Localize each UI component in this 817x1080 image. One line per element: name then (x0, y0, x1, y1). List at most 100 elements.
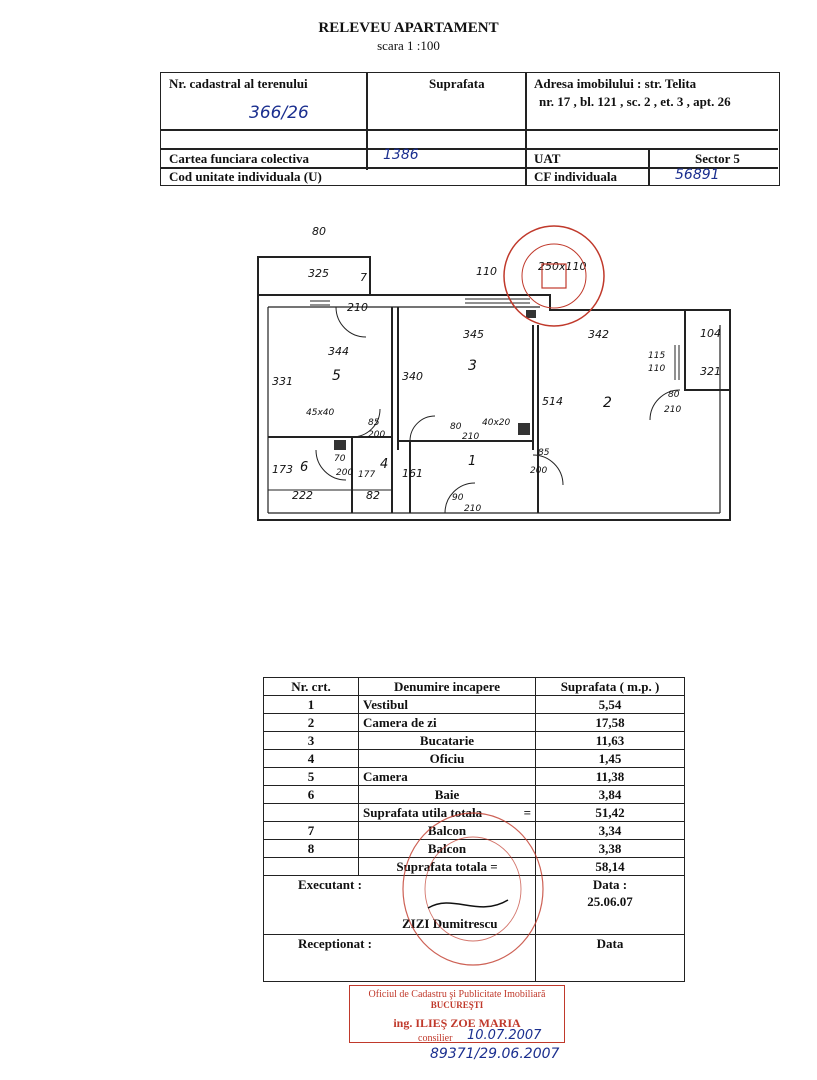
stamp-line4: consilier (418, 1033, 453, 1044)
table-row: 1 Vestibul 5,54 (263, 695, 685, 714)
row-nr: 3 (263, 731, 359, 750)
table-header: Nr. crt. Denumire incapere Suprafata ( m… (263, 677, 685, 696)
dim-label: 45x40 (306, 408, 335, 418)
dim-label: 344 (328, 345, 349, 358)
dim-label: 85 (538, 448, 550, 458)
cf-individual-value: 56891 (675, 167, 720, 183)
table-row: 7 Balcon 3,34 (263, 821, 685, 840)
row-name: Vestibul (358, 695, 536, 714)
row-area: 5,54 (535, 695, 685, 714)
row-nr: 2 (263, 713, 359, 732)
cadastral-label: Nr. cadastral al terenului (169, 76, 308, 91)
table-row: 6 Baie 3,84 (263, 785, 685, 804)
row-nr: 7 (263, 821, 359, 840)
address-line2: nr. 17 , bl. 121 , sc. 2 , et. 3 , apt. … (539, 94, 731, 109)
table-row: 5 Camera 11,38 (263, 767, 685, 786)
dim-label: 80 (668, 390, 680, 400)
row-area: 3,34 (535, 821, 685, 840)
surface-label: Suprafata (429, 76, 485, 91)
executant-cell: Executant : ZIZI Dumitrescu (263, 875, 536, 935)
useful-total-value: 51,42 (535, 803, 685, 822)
date-label-2: Data (535, 934, 685, 982)
row-name: Bucatarie (358, 731, 536, 750)
total-value: 58,14 (535, 857, 685, 876)
unit-code-label: Cod unitate individuala (U) (169, 169, 322, 184)
dim-label: 331 (272, 375, 293, 388)
row-name: Camera de zi (358, 713, 536, 732)
dim-label: 200 (530, 466, 547, 476)
row-area: 17,58 (535, 713, 685, 732)
stamp-line1: Oficiul de Cadastru şi Publicitate Imobi… (368, 989, 546, 1000)
date-label: Data : (592, 877, 628, 892)
dim-label: 173 (272, 463, 293, 476)
dim-label: 80 (450, 422, 462, 432)
dim-label: 325 (308, 267, 329, 280)
executant-row: Executant : ZIZI Dumitrescu Data : 25.06… (263, 875, 685, 935)
room-label: 2 (603, 395, 612, 411)
row-name: Oficiu (358, 749, 536, 768)
executant-label: Executant : (298, 877, 362, 892)
dim-label: 90 (452, 493, 464, 503)
receptionat-row: Receptionat : Data (263, 934, 685, 982)
dim-label: 250x110 (538, 260, 587, 273)
agency-stamp-icon (503, 225, 605, 327)
rooms-table: Nr. crt. Denumire incapere Suprafata ( m… (263, 677, 685, 982)
handwritten-date: 10.07.2007 (467, 1028, 542, 1043)
col-header-area: Suprafata ( m.p. ) (535, 677, 685, 696)
executant-name: ZIZI Dumitrescu (402, 916, 498, 931)
dim-label: 82 (366, 489, 380, 502)
dim-label: 80 (312, 225, 326, 238)
address-line1: Adresa imobilului : str. Telita (534, 76, 697, 91)
authorization-stamp-icon (402, 812, 544, 966)
row-nr: 5 (263, 767, 359, 786)
col-header-nr: Nr. crt. (263, 677, 359, 696)
row-nr: 1 (263, 695, 359, 714)
row-nr: 6 (263, 785, 359, 804)
table-row: 2 Camera de zi 17,58 (263, 713, 685, 732)
cf-collective-value: 1386 (383, 147, 419, 163)
dim-label: 222 (292, 489, 313, 502)
room-label: 4 (380, 457, 388, 472)
dim-label: 70 (334, 454, 346, 464)
floor-plan: 325 7 210 80 110 250x110 345 342 104 344… (257, 225, 731, 521)
dim-label: 342 (588, 328, 609, 341)
row-area: 3,84 (535, 785, 685, 804)
cf-collective-label: Cartea funciara colectiva (169, 151, 310, 166)
dim-label: 110 (648, 364, 665, 374)
room-label: 1 (468, 454, 476, 469)
uat-label: UAT (534, 151, 561, 166)
table-row: 3 Bucatarie 11,63 (263, 731, 685, 750)
stamp-line2: BUCUREŞTI (430, 1000, 484, 1010)
dim-label: 210 (347, 301, 368, 314)
dim-label: 210 (462, 432, 479, 442)
row-name: Camera (358, 767, 536, 786)
dim-label: 110 (476, 265, 497, 278)
dim-label: 210 (664, 405, 681, 415)
dim-label: 177 (358, 470, 375, 480)
table-row: 8 Balcon 3,38 (263, 839, 685, 858)
row-area: 11,38 (535, 767, 685, 786)
document-title: RELEVEU APARTAMENT (318, 20, 499, 36)
date-cell: Data : 25.06.07 (535, 875, 685, 935)
total-row: Suprafata totala = 58,14 (263, 857, 685, 876)
dim-label: 340 (402, 370, 423, 383)
room-label: 3 (468, 358, 477, 374)
dim-label: 200 (336, 468, 353, 478)
dim-label: 345 (463, 328, 484, 341)
receptionat-label: Receptionat : (263, 934, 536, 982)
row-nr: 4 (263, 749, 359, 768)
row-area: 1,45 (535, 749, 685, 768)
room-label: 6 (300, 460, 308, 475)
row-area: 3,38 (535, 839, 685, 858)
row-name: Baie (358, 785, 536, 804)
dim-label: 321 (700, 365, 721, 378)
dim-label: 200 (368, 430, 385, 440)
col-header-name: Denumire incapere (358, 677, 536, 696)
dim-label: 40x20 (482, 418, 511, 428)
uat-value: Sector 5 (695, 151, 740, 166)
row-nr: 8 (263, 839, 359, 858)
document-scale: scara 1 :100 (377, 38, 440, 53)
table-row: 4 Oficiu 1,45 (263, 749, 685, 768)
cadastral-value: 366/26 (249, 103, 309, 123)
room-label: 7 (360, 271, 367, 284)
